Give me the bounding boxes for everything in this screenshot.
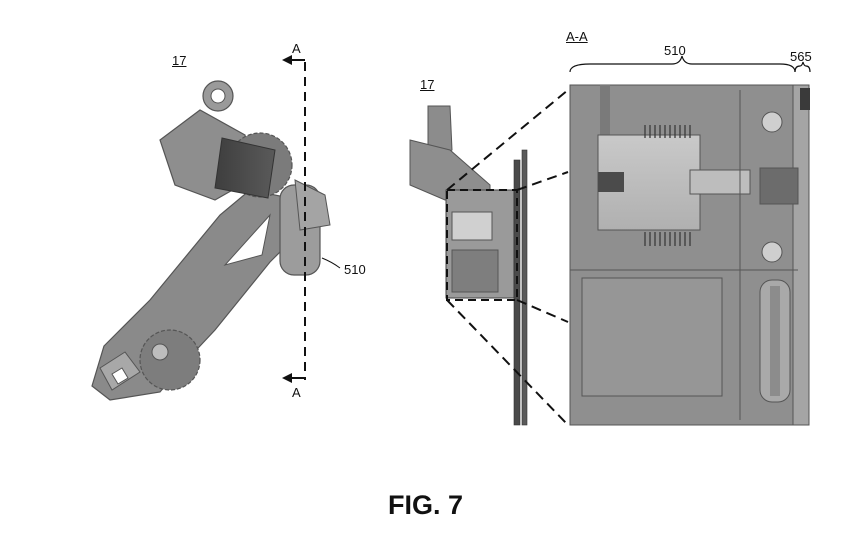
brace-565	[794, 61, 811, 73]
section-marker-bottom: A	[292, 385, 301, 400]
derailleur-side-view	[91, 55, 341, 401]
section-detail-view	[569, 55, 811, 426]
zoom-line-top	[446, 89, 569, 191]
brace-510	[569, 55, 796, 73]
zoom-line-bottom	[446, 299, 569, 426]
derailleur-rear-view	[409, 89, 569, 426]
detail-box	[446, 189, 518, 301]
callout-510-left: 510	[344, 262, 366, 277]
section-label: A-A	[566, 29, 588, 44]
lower-pulley	[139, 329, 201, 391]
callout-510-detail: 510	[664, 43, 686, 58]
ref-label-middle: 17	[420, 77, 435, 92]
section-marker-top: A	[292, 41, 301, 56]
figure-caption: FIG. 7	[387, 490, 463, 520]
ref-label-left: 17	[172, 53, 187, 68]
callout-565-detail: 565	[790, 49, 812, 64]
leader-510-left	[321, 257, 341, 269]
